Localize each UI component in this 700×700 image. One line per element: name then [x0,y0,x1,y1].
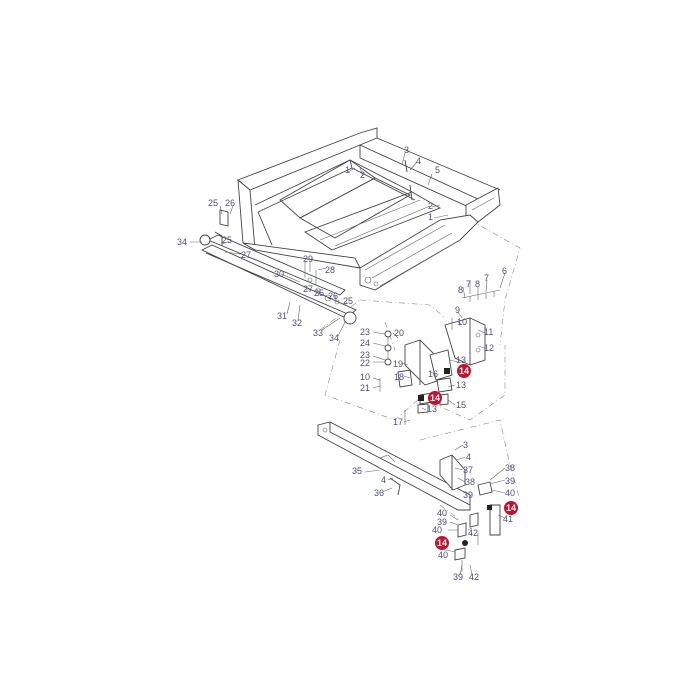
part-label: 32 [292,318,302,328]
part-label: 2 [428,201,433,211]
part-label: 39 [505,476,515,486]
shaft-assembly [199,209,357,325]
part-label: 4 [466,452,471,462]
part-label: 4 [381,475,386,485]
part-label: 38 [465,477,475,487]
part-label: 25 [314,288,324,298]
svg-text:14: 14 [506,503,516,513]
part-label: 3 [404,145,409,155]
part-label: 1 [345,165,350,175]
part-label: 7 [484,273,489,283]
hinge-assembly [379,330,453,425]
part-label: 2 [360,170,365,180]
part-label: 30 [274,269,284,279]
part-label: 25 [208,198,218,208]
part-label: 8 [475,279,480,289]
part-label: 39 [453,572,463,582]
part-label: 10 [360,372,370,382]
part-label: 13 [456,355,466,365]
hardware-markers [418,368,492,546]
part-label: 41 [503,514,513,524]
part-label: 6 [502,266,507,276]
part-label: 1 [428,212,433,222]
part-label: 33 [313,328,323,338]
part-label: 42 [469,572,479,582]
part-label: 24 [360,338,370,348]
highlight-callout-2[interactable]: 14 [428,391,442,405]
main-frame [237,127,501,291]
highlight-callout-1[interactable]: 14 [457,364,471,378]
highlighted-callouts: 14 14 14 14 [428,364,518,550]
svg-text:14: 14 [430,393,440,403]
part-label: 23 [360,350,370,360]
highlight-callout-3[interactable]: 14 [504,501,518,515]
part-label: 12 [484,343,494,353]
part-label: 4 [416,156,421,166]
part-number-labels: 3 4 1 2 5 2 1 25 26 34 25 27 30 29 28 27… [177,145,515,582]
svg-text:14: 14 [459,366,469,376]
part-label: 40 [505,488,515,498]
part-label: 10 [457,317,467,327]
assembly-guide-lines [319,219,521,521]
part-label: 40 [438,550,448,560]
part-label: 39 [437,517,447,527]
part-label: 20 [394,328,404,338]
part-label: 16 [428,369,438,379]
part-label: 13 [427,404,437,414]
part-label: 25 [222,235,232,245]
part-label: 29 [303,254,313,264]
leader-lines [190,152,506,576]
part-label: 31 [277,311,287,321]
part-label: 40 [432,525,442,535]
part-label: 25 [343,296,353,306]
part-label: 35 [352,466,362,476]
part-label: 27 [303,284,313,294]
part-label: 18 [394,372,404,382]
part-label: 11 [484,327,493,337]
part-label: 36 [374,488,384,498]
part-label: 3 [463,440,468,450]
part-label: 28 [325,265,335,275]
svg-text:14: 14 [437,538,447,548]
part-label: 26 [328,291,338,301]
part-label: 37 [463,465,473,475]
lower-beam [317,421,471,511]
part-label: 27 [241,250,251,260]
part-label: 39 [463,490,473,500]
bracket-assembly [444,289,501,366]
part-label: 34 [329,333,339,343]
part-label: 8 [458,285,463,295]
part-label: 15 [456,400,466,410]
part-label: 38 [505,463,515,473]
part-label: 26 [225,198,235,208]
part-label: 42 [468,528,478,538]
part-label: 21 [360,383,370,393]
part-label: 19 [393,359,403,369]
part-label: 5 [435,165,440,175]
part-label: 13 [456,380,466,390]
part-label: 40 [437,508,447,518]
highlight-callout-4[interactable]: 14 [435,536,449,550]
lower-linkage [439,454,501,572]
part-label: 9 [455,305,460,315]
part-label: 34 [177,237,187,247]
part-label: 17 [393,417,403,427]
part-label: 22 [360,358,370,368]
part-label: 23 [360,327,370,337]
part-label: 7 [466,279,471,289]
